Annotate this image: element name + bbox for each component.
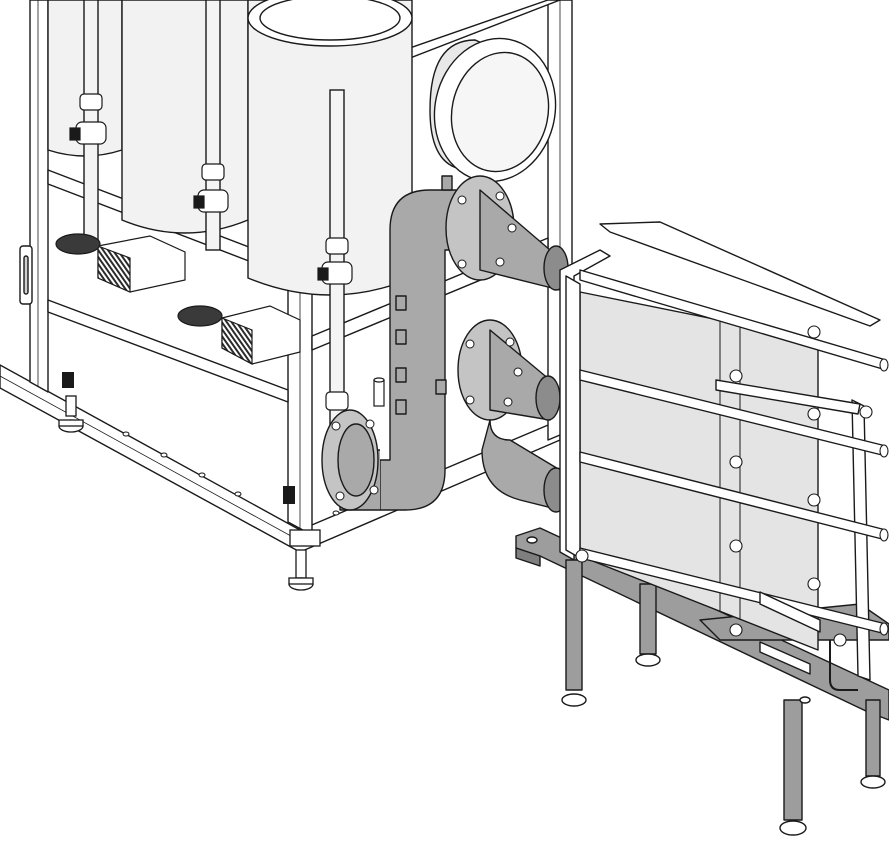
flange-bolts: [331, 191, 523, 501]
valve-icon: [325, 391, 349, 411]
tanks: [47, 0, 413, 431]
bolt-icon: [457, 195, 467, 205]
hx-stand: [515, 527, 889, 836]
bolt-icon: [503, 397, 513, 407]
bolt-icon: [495, 257, 505, 267]
top-guide-bar: [599, 221, 881, 327]
bolt-icon: [513, 367, 523, 377]
vent-pipe: [373, 377, 385, 407]
bolt-icon: [859, 405, 873, 419]
bolt-icon: [331, 421, 341, 431]
corner-block: [289, 529, 321, 547]
bolt-icon: [369, 485, 379, 495]
actuators: [55, 233, 301, 365]
bolt-icon: [833, 633, 847, 647]
bolt-icon: [465, 339, 475, 349]
main-pipe: [379, 189, 461, 511]
tank-middle: [121, 0, 249, 234]
valve-icon: [317, 237, 353, 285]
bolt-icon: [335, 491, 345, 501]
hinge-icon: [62, 372, 74, 388]
bolt-icon: [457, 259, 467, 269]
bolt-icon: [729, 369, 743, 383]
bolt-icon: [807, 577, 821, 591]
bolt-icon: [575, 549, 589, 563]
bolt-icon: [729, 455, 743, 469]
leveling-foot-icon: [58, 395, 84, 433]
bolt-icon: [729, 539, 743, 553]
tie-rod-nuts: [575, 325, 873, 647]
cabinet-feet: [58, 395, 321, 591]
bolt-icon: [807, 493, 821, 507]
bolt-icon: [807, 325, 821, 339]
bolt-icon: [729, 623, 743, 637]
tie-rods: [579, 269, 887, 675]
left-post: [29, 0, 49, 393]
valves: [69, 93, 353, 411]
bolt-icon: [505, 337, 515, 347]
bolt-icon: [807, 407, 821, 421]
valve-icon: [69, 93, 107, 145]
duct-ring: [429, 37, 557, 183]
bolt-icon: [495, 191, 505, 201]
lower-shelf-rail: [47, 299, 289, 403]
valve-icon: [193, 163, 229, 213]
bolt-icon: [507, 223, 517, 233]
leveling-foot-icon: [288, 549, 314, 591]
bolt-icon: [465, 395, 475, 405]
hinge-icon: [283, 486, 295, 504]
plate-heat-exchanger: [559, 221, 889, 691]
bolt-icon: [365, 419, 375, 429]
